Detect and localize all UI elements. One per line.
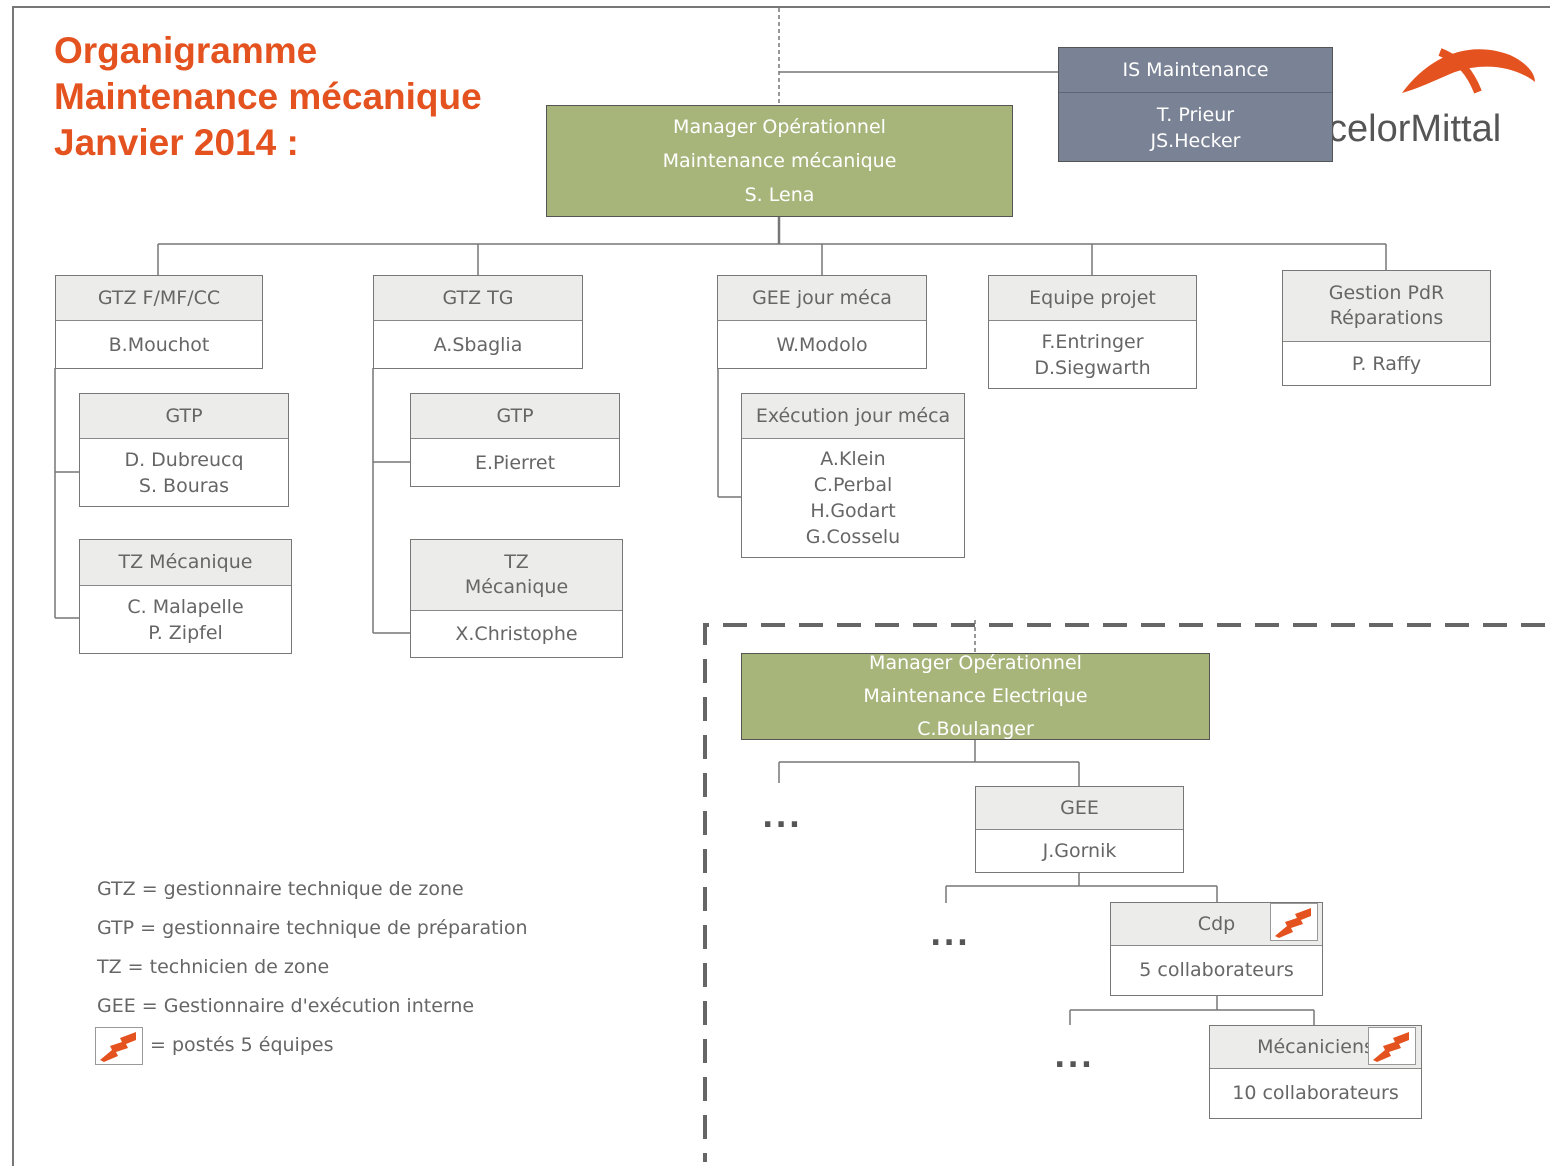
execution-name-1: A.Klein [820, 448, 886, 470]
gtz-fmfcc-box: GTZ F/MF/CC B.Mouchot [55, 275, 263, 369]
gestion-pdr-title-line-2: Réparations [1329, 307, 1444, 329]
gee-name: J.Gornik [1042, 840, 1117, 862]
gee-jour-title: GEE jour méca [718, 276, 926, 321]
gee-box: GEE J.Gornik [975, 786, 1184, 873]
top-manager-box: Manager Opérationnel Maintenance mécaniq… [546, 105, 1013, 217]
gee-title: GEE [976, 787, 1183, 830]
gestion-pdr-box: Gestion PdR Réparations P. Raffy [1282, 270, 1491, 386]
legend-tz: TZ = technicien de zone [97, 956, 330, 978]
tz-1-name-1: C. Malapelle [127, 595, 244, 618]
gestion-pdr-name: P. Raffy [1351, 352, 1422, 375]
tz-2-box: TZ Mécanique X.Christophe [410, 539, 623, 658]
execution-title: Exécution jour méca [742, 394, 964, 439]
execution-name-3: H.Godart [810, 500, 896, 522]
ellipsis-1: ... [762, 800, 803, 835]
gee-jour-box: GEE jour méca W.Modolo [717, 275, 927, 369]
gtz-tg-title: GTZ TG [374, 276, 582, 321]
tz-2-title: TZ Mécanique [411, 540, 622, 611]
equipe-projet-name-1: F.Entringer [1041, 330, 1144, 353]
execution-name-4: G.Cosselu [805, 526, 901, 548]
gtz-tg-name: A.Sbaglia [433, 333, 523, 356]
gtp-1-box: GTP D. Dubreucq S. Bouras [79, 393, 289, 507]
gtp-1-title: GTP [80, 394, 288, 439]
top-manager-line-2: Maintenance mécanique [662, 150, 897, 172]
legend-gee: GEE = Gestionnaire d'exécution interne [97, 995, 475, 1017]
gtp-1-name-1: D. Dubreucq [124, 448, 244, 471]
top-manager-line-3: S. Lena [744, 184, 815, 206]
ellipsis-2: ... [930, 918, 971, 953]
execution-box: Exécution jour méca A.Klein C.Perbal H.G… [741, 393, 965, 558]
ellipsis-3: ... [1054, 1040, 1095, 1075]
gtp-2-title: GTP [411, 394, 619, 439]
legend-badge-icon [95, 1027, 143, 1065]
is-maintenance-box: IS Maintenance T. Prieur JS.Hecker [1058, 47, 1333, 162]
gtp-1-body: D. Dubreucq S. Bouras [80, 439, 288, 506]
electric-manager-box: Manager Opérationnel Maintenance Electri… [741, 652, 1210, 740]
page-title: Organigramme Maintenance mécanique Janvi… [54, 28, 482, 166]
logo-swoosh-icon [1402, 48, 1535, 94]
logo-text: celorMittal [1328, 108, 1502, 150]
electric-manager-line-2: Maintenance Electrique [863, 685, 1088, 707]
legend-badge: = postés 5 équipes [150, 1034, 334, 1056]
is-maintenance-body: T. Prieur JS.Hecker [1059, 93, 1332, 163]
electric-manager-line-1: Manager Opérationnel [869, 652, 1082, 674]
title-line-3: Janvier 2014 : [54, 122, 299, 163]
execution-name-2: C.Perbal [813, 474, 893, 496]
tz-1-name-2: P. Zipfel [148, 621, 223, 644]
tz-1-title: TZ Mécanique [80, 540, 291, 586]
equipe-projet-box: Equipe projet F.Entringer D.Siegwarth [988, 275, 1197, 389]
is-maintenance-name-1: T. Prieur [1156, 104, 1235, 126]
gtp-1-name-2: S. Bouras [138, 474, 230, 497]
legend-gtp: GTP = gestionnaire technique de préparat… [97, 917, 528, 939]
equipe-projet-name-2: D.Siegwarth [1034, 356, 1151, 379]
gee-jour-name: W.Modolo [776, 333, 868, 356]
gtp-2-name: E.Pierret [474, 451, 556, 474]
shift-badge-icon [1270, 903, 1318, 941]
title-line-1: Organigramme [54, 30, 318, 71]
mecaniciens-name: 10 collaborateurs [1232, 1082, 1399, 1104]
cdp-name: 5 collaborateurs [1139, 959, 1294, 981]
execution-body: A.Klein C.Perbal H.Godart G.Cosselu [742, 439, 964, 557]
gtz-fmfcc-title: GTZ F/MF/CC [56, 276, 262, 321]
shift-badge-icon [1368, 1027, 1416, 1065]
title-line-2: Maintenance mécanique [54, 76, 482, 117]
electric-manager-line-3: C.Boulanger [917, 718, 1034, 740]
equipe-projet-body: F.Entringer D.Siegwarth [989, 321, 1196, 388]
legend-gtz: GTZ = gestionnaire technique de zone [97, 878, 464, 900]
tz-2-title-line-1: TZ [504, 551, 529, 573]
slide-frame [12, 6, 1550, 1166]
gestion-pdr-title: Gestion PdR Réparations [1283, 271, 1490, 342]
top-manager-line-1: Manager Opérationnel [673, 116, 886, 138]
is-maintenance-name-2: JS.Hecker [1150, 130, 1241, 152]
tz-2-title-line-2: Mécanique [464, 576, 569, 598]
equipe-projet-title: Equipe projet [989, 276, 1196, 321]
tz-1-box: TZ Mécanique C. Malapelle P. Zipfel [79, 539, 292, 654]
gtp-2-box: GTP E.Pierret [410, 393, 620, 487]
is-maintenance-title: IS Maintenance [1059, 48, 1332, 93]
tz-1-body: C. Malapelle P. Zipfel [80, 586, 291, 653]
gtz-tg-box: GTZ TG A.Sbaglia [373, 275, 583, 369]
tz-2-name: X.Christophe [455, 623, 578, 645]
gestion-pdr-title-line-1: Gestion PdR [1328, 282, 1445, 304]
gtz-fmfcc-name: B.Mouchot [108, 333, 210, 356]
